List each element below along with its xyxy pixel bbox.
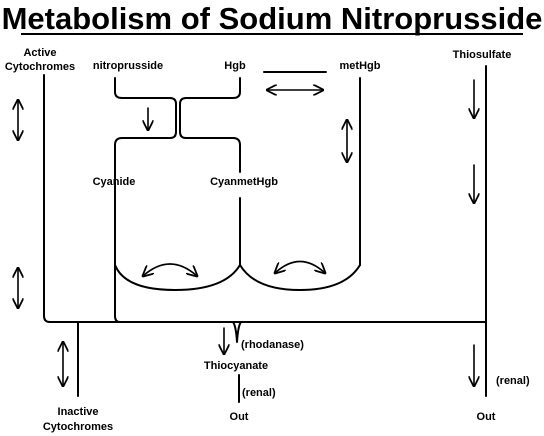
- label-hgb: Hgb: [224, 60, 246, 72]
- label-active: Active: [23, 47, 56, 59]
- label-renal-center: (renal): [242, 387, 276, 399]
- cyanmethgb-curved-arrow: [275, 260, 325, 274]
- label-cytochromes-inactive: Cytochromes: [43, 421, 113, 433]
- label-out-center: Out: [230, 411, 249, 423]
- label-methgb: metHgb: [340, 60, 381, 72]
- label-renal-right: (renal): [496, 375, 530, 387]
- label-cyanmethgb: CyanmetHgb: [210, 176, 278, 188]
- nitroprusside-cyanide-path: [114, 77, 177, 323]
- hgb-cyanmethgb-path: [179, 77, 241, 173]
- label-out-right: Out: [477, 411, 496, 423]
- active-cytochromes-line: [43, 74, 79, 323]
- diagram-title: Metabolism of Sodium Nitroprusside: [2, 1, 543, 36]
- label-thiosulfate: Thiosulfate: [453, 49, 512, 61]
- cyanide-curved-arrow: [143, 263, 197, 276]
- label-thiocyanate: Thiocyanate: [204, 360, 268, 372]
- thiocyanate-notch: [232, 321, 242, 343]
- cyanmethgb-bowl: [239, 264, 361, 291]
- label-rhodanase: (rhodanase): [241, 339, 304, 351]
- label-inactive: Inactive: [58, 406, 99, 418]
- label-nitroprusside: nitroprusside: [93, 60, 163, 72]
- cyanide-bowl: [114, 264, 241, 291]
- label-cytochromes-active: Cytochromes: [5, 61, 75, 73]
